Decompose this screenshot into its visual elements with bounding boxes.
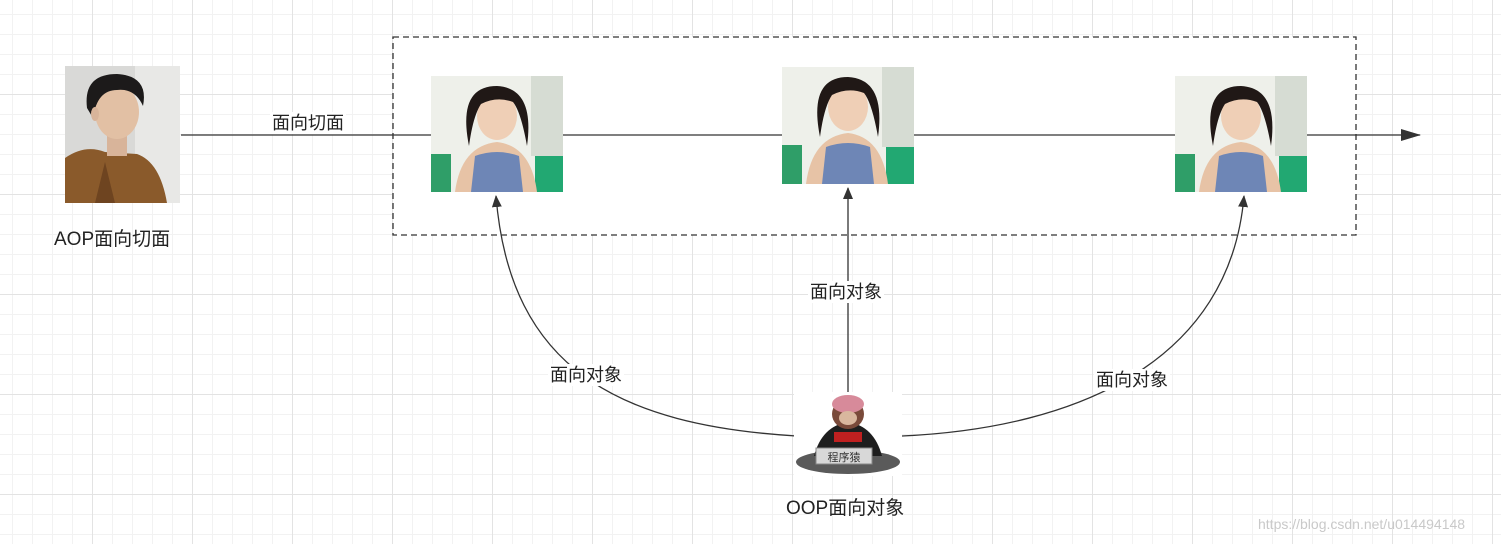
aspect-edge-label: 面向切面	[270, 112, 346, 134]
object-edge-label-center: 面向对象	[808, 281, 884, 303]
woman-photo-icon	[431, 76, 563, 192]
oop-caption: OOP面向对象	[786, 498, 905, 519]
object-edge-label-left: 面向对象	[548, 364, 624, 386]
woman-photo-icon	[782, 67, 914, 184]
woman-photo-icon	[1175, 76, 1307, 192]
object-edge-label-right: 面向对象	[1094, 369, 1170, 391]
aop-caption: AOP面向切面	[54, 229, 171, 250]
man-photo-icon	[65, 66, 180, 203]
watermark: https://blog.csdn.net/u014494148	[1258, 516, 1466, 532]
monkey-programmer-icon: 程序猿	[794, 392, 902, 476]
svg-text:程序猿: 程序猿	[828, 450, 861, 464]
